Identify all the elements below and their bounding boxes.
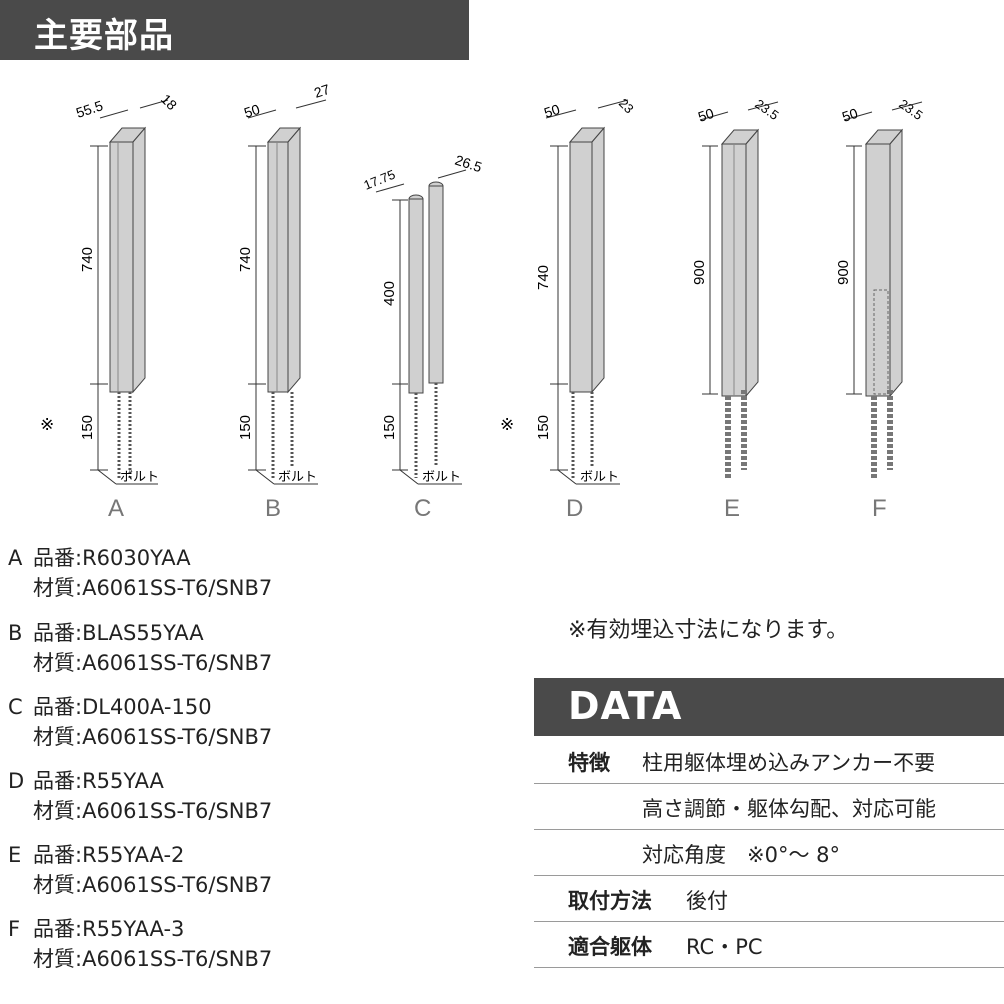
- hinban-label: 品番:: [33, 695, 83, 719]
- part-f-width: 50: [840, 105, 860, 125]
- part-b-drawing: [247, 99, 327, 485]
- material-label: 材質:: [33, 576, 83, 600]
- spec-letter: D: [8, 769, 25, 793]
- part-a-height: 740: [79, 247, 96, 272]
- part-d-width: 50: [542, 101, 562, 121]
- material-value: A6061SS-T6/SNB7: [82, 873, 273, 897]
- part-b-depth: 27: [312, 81, 332, 101]
- part-c-height: 400: [381, 281, 398, 306]
- part-d-bolt: ボルト: [580, 469, 619, 484]
- spec-letter: C: [8, 695, 23, 719]
- part-e-letter: E: [724, 495, 740, 522]
- hinban-value: R55YAA-3: [82, 917, 185, 941]
- part-f-height: 900: [835, 260, 852, 285]
- part-d-height: 740: [535, 265, 552, 290]
- part-e-width: 50: [696, 105, 716, 125]
- data-value: 後付: [686, 889, 728, 913]
- material-value: A6061SS-T6/SNB7: [82, 947, 273, 971]
- hinban-label: 品番:: [33, 621, 83, 645]
- material-value: A6061SS-T6/SNB7: [82, 651, 273, 675]
- part-e-drawing: [699, 101, 779, 478]
- data-row-adjust: 高さ調節・躯体勾配、対応可能: [534, 784, 1004, 830]
- part-a-letter: A: [108, 495, 124, 522]
- spec-item-b: B 品番:BLAS55YAA 材質:A6061SS-T6/SNB7: [8, 618, 272, 678]
- material-label: 材質:: [33, 947, 83, 971]
- part-a-bolt: ボルト: [120, 469, 159, 484]
- hinban-label: 品番:: [33, 546, 83, 570]
- data-row-install: 取付方法 後付: [534, 876, 1004, 922]
- material-value: A6061SS-T6/SNB7: [82, 799, 273, 823]
- part-b-height: 740: [237, 247, 254, 272]
- part-e-height: 900: [691, 260, 708, 285]
- spec-item-d: D 品番:R55YAA 材質:A6061SS-T6/SNB7: [8, 766, 272, 826]
- material-value: A6061SS-T6/SNB7: [82, 725, 273, 749]
- section-header: 主要部品: [0, 0, 469, 60]
- hinban-value: DL400A-150: [82, 695, 212, 719]
- hinban-value: R55YAA-2: [82, 843, 185, 867]
- data-label: 特徴: [568, 751, 610, 775]
- part-b-embed: 150: [237, 415, 254, 440]
- data-row-angle: 対応角度 ※0°〜 8°: [534, 830, 1004, 876]
- data-title: DATA: [568, 684, 683, 728]
- parts-illustration: 55.5 18 740 150 ボルト ※ A 50 27 740 150 ボル…: [40, 81, 926, 522]
- spec-item-f: F 品番:R55YAA-3 材質:A6061SS-T6/SNB7: [8, 914, 272, 974]
- part-d-embed: 150: [535, 415, 552, 440]
- part-c-width: 17.75: [362, 167, 398, 193]
- hinban-label: 品番:: [33, 769, 83, 793]
- part-c-embed: 150: [381, 415, 398, 440]
- material-label: 材質:: [33, 651, 83, 675]
- spec-letter: F: [8, 917, 21, 941]
- part-c-bolt: ボルト: [422, 469, 461, 484]
- hinban-value: R55YAA: [82, 769, 164, 793]
- spec-letter: E: [8, 843, 22, 867]
- data-value: 高さ調節・躯体勾配、対応可能: [642, 797, 936, 821]
- part-c-drawing: [375, 169, 467, 485]
- hinban-label: 品番:: [33, 917, 83, 941]
- data-row-structure: 適合躯体 RC・PC: [534, 922, 1004, 968]
- part-d-depth: 23: [616, 96, 637, 117]
- part-c-depth: 26.5: [453, 152, 484, 176]
- material-value: A6061SS-T6/SNB7: [82, 576, 273, 600]
- part-f-drawing: [843, 101, 923, 478]
- hinban-value: R6030YAA: [82, 546, 191, 570]
- spec-letter: B: [8, 621, 23, 645]
- data-header: DATA: [534, 678, 1004, 736]
- part-a-depth: 18: [158, 91, 180, 113]
- part-b-bolt: ボルト: [278, 469, 317, 484]
- part-d-drawing: [545, 99, 629, 485]
- part-f-letter: F: [872, 495, 887, 522]
- part-a-mark: ※: [40, 415, 54, 434]
- part-a-embed: 150: [79, 415, 96, 440]
- embed-note: ※有効埋込寸法になります。: [568, 618, 849, 643]
- spec-item-c: C 品番:DL400A-150 材質:A6061SS-T6/SNB7: [8, 692, 272, 752]
- part-b-width: 50: [242, 101, 262, 121]
- hinban-value: BLAS55YAA: [82, 621, 204, 645]
- data-label: 取付方法: [568, 889, 652, 913]
- data-value: 柱用躯体埋め込みアンカー不要: [642, 751, 936, 775]
- material-label: 材質:: [33, 873, 83, 897]
- spec-item-a: A 品番:R6030YAA 材質:A6061SS-T6/SNB7: [8, 543, 272, 603]
- spec-item-e: E 品番:R55YAA-2 材質:A6061SS-T6/SNB7: [8, 840, 272, 900]
- material-label: 材質:: [33, 725, 83, 749]
- spec-letter: A: [8, 546, 23, 570]
- data-value: 対応角度 ※0°〜 8°: [642, 843, 840, 867]
- material-label: 材質:: [33, 799, 83, 823]
- data-row-features: 特徴 柱用躯体埋め込みアンカー不要: [534, 738, 1004, 784]
- part-a-width: 55.5: [74, 97, 105, 121]
- section-title: 主要部品: [34, 16, 174, 56]
- part-d-mark: ※: [500, 415, 514, 434]
- data-value: RC・PC: [686, 935, 763, 959]
- part-c-letter: C: [414, 495, 431, 522]
- part-f-depth: 23.5: [896, 96, 925, 123]
- data-label: 適合躯体: [568, 935, 652, 959]
- part-e-depth: 23.5: [752, 96, 781, 123]
- part-b-letter: B: [265, 495, 281, 522]
- hinban-label: 品番:: [33, 843, 83, 867]
- part-d-letter: D: [566, 495, 583, 522]
- part-a-drawing: [90, 99, 169, 485]
